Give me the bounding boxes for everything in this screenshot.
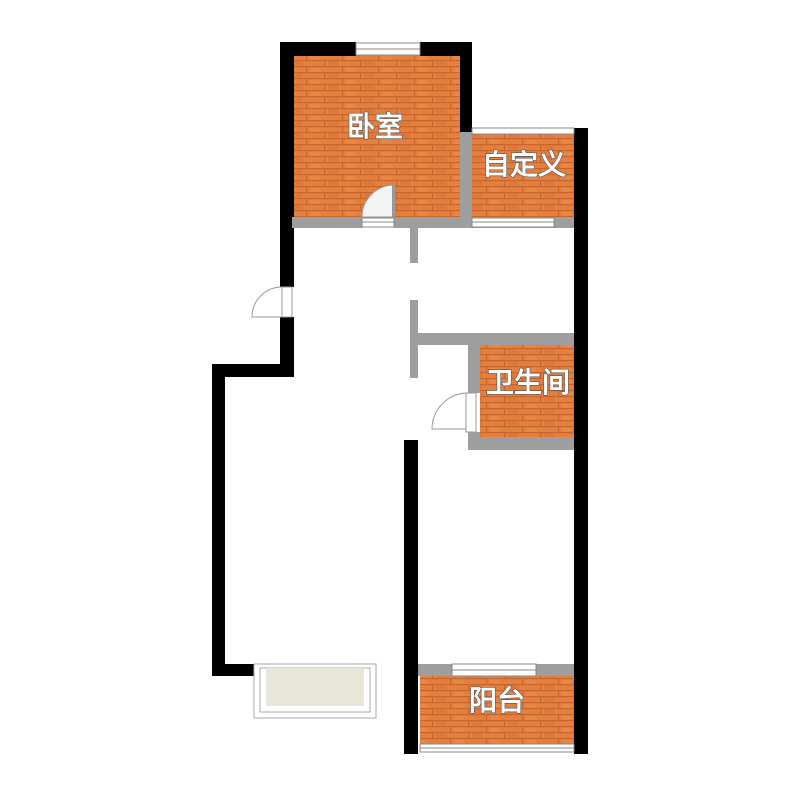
room-label-bathroom: 卫生间 [486,366,570,399]
exterior-bay [253,663,377,719]
bedroom-door [361,184,395,218]
window-custom-top [471,127,575,135]
room-label-custom: 自定义 [482,148,566,181]
window-custom-bottom [471,217,555,228]
window-bedroom-bottom [361,217,395,228]
bathroom-door [431,392,477,433]
entry-door [251,286,293,318]
window-balcony-bottom [419,743,575,753]
bathroom-floor [480,345,574,437]
balcony-floor [420,676,574,744]
window-bedroom-top [355,42,421,56]
custom-room-floor [470,133,574,217]
room-label-bedroom: 卧室 [347,110,403,143]
room-label-balcony: 阳台 [469,684,525,717]
exterior-walls [212,42,588,754]
window-balcony-top [451,663,537,677]
